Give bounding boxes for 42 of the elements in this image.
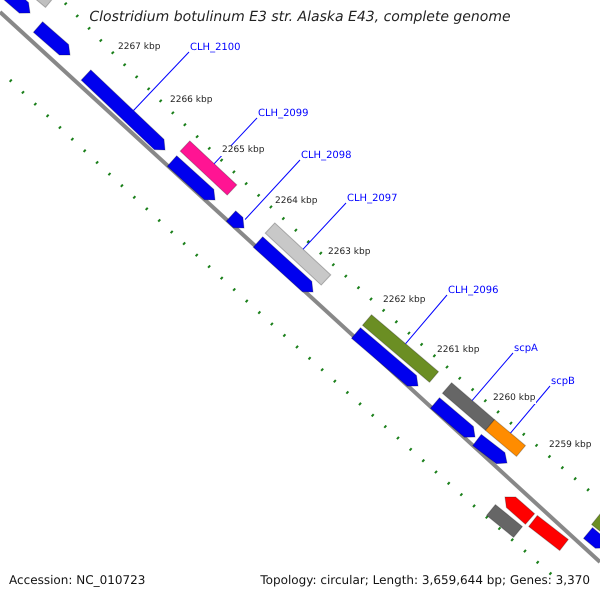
- position-label: 2267 kbp: [117, 43, 162, 53]
- gene-feature: [504, 496, 536, 525]
- leader-line: [133, 52, 190, 111]
- accession-text: Accession: NC_010723: [9, 574, 146, 588]
- gene-feature: [32, 21, 71, 56]
- position-label: 2265 kbp: [221, 146, 266, 156]
- gene-feature: [528, 514, 569, 552]
- gene-feature: [582, 526, 600, 549]
- gene-feature: [442, 382, 496, 431]
- gene-feature: [362, 314, 440, 383]
- genome-info-text: Topology: circular; Length: 3,659,644 bp; Genes: 3,370: [260, 574, 590, 588]
- gene-label: CLH_2098: [301, 150, 352, 161]
- position-label: 2264 kbp: [274, 197, 318, 207]
- gene-feature: [484, 418, 526, 458]
- position-label: 2263 kbp: [327, 248, 372, 258]
- gene-feature: [166, 155, 216, 201]
- gene-label: CLH_2097: [347, 193, 398, 204]
- gene-label: CLH_2099: [258, 108, 309, 119]
- position-label: 2262 kbp: [382, 296, 426, 306]
- position-label: 2259 kbp: [548, 441, 592, 451]
- gene-feature: [350, 327, 419, 387]
- gene-feature: [226, 210, 245, 229]
- leader-line: [510, 386, 550, 434]
- gene-feature: [2, 0, 31, 14]
- gene-label: scpA: [514, 343, 538, 354]
- leader-line: [244, 160, 300, 220]
- gene-label: CLH_2100: [190, 42, 241, 53]
- leader-line: [472, 352, 514, 401]
- gene-feature: [430, 397, 476, 438]
- gene-label: CLH_2096: [448, 285, 499, 296]
- position-label: 2266 kbp: [169, 96, 214, 106]
- leader-line: [405, 294, 448, 344]
- gene-feature: [472, 434, 508, 464]
- gene-feature: [252, 236, 314, 293]
- title: Clostridium botulinum E3 str. Alaska E43, complete genome: [88, 10, 512, 26]
- gene-feature: [590, 512, 600, 534]
- gene-feature: [80, 69, 166, 151]
- position-label: 2261 kbp: [436, 346, 480, 356]
- leader-line: [302, 202, 346, 250]
- position-label: 2260 kbp: [492, 394, 536, 404]
- gene-label: scpB: [551, 376, 575, 387]
- gene-feature: [486, 504, 524, 538]
